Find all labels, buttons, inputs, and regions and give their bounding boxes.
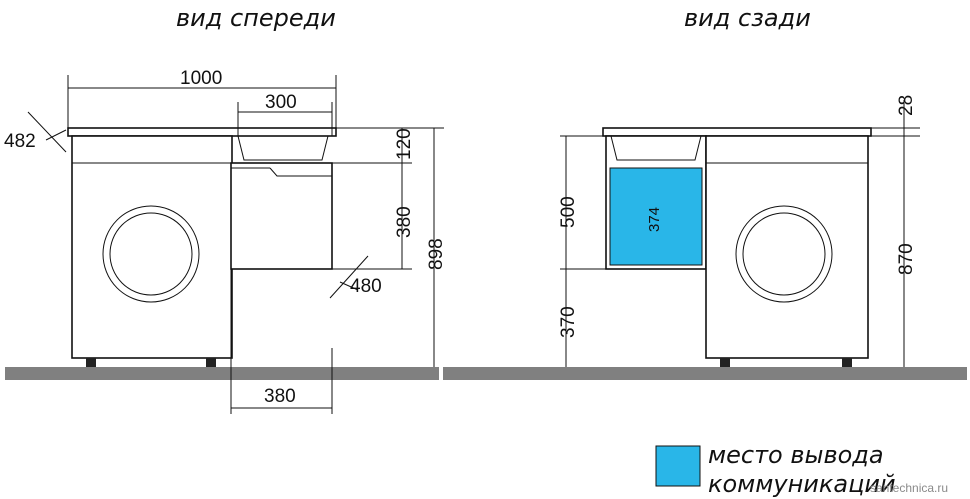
back-view: 374 28 870 500 370 — [558, 95, 920, 367]
dim-machine-height: 870 — [896, 243, 917, 275]
leg — [842, 358, 852, 367]
floor-right — [443, 367, 967, 380]
dim-leg-gap: 380 — [264, 386, 296, 407]
dim-drawer-depth: 480 — [350, 276, 382, 297]
leg — [720, 358, 730, 367]
legend-swatch — [655, 445, 701, 487]
machine-cabinet-back — [705, 135, 869, 359]
back-view-title: вид сзади — [684, 4, 811, 32]
washer-door-outer — [102, 205, 200, 303]
front-view: 1000 300 482 120 380 480 898 380 — [4, 68, 447, 414]
dim-width: 1000 — [180, 68, 222, 89]
dim-outlet-offset: 370 — [558, 306, 579, 338]
dim-total-height: 898 — [426, 238, 447, 270]
countertop — [67, 127, 337, 137]
washer-door-inner — [109, 212, 193, 296]
washer-door-inner-back — [742, 212, 826, 296]
watermark: santechnica.ru — [870, 481, 948, 495]
dim-drawer-height: 380 — [394, 206, 415, 238]
dim-depth: 482 — [4, 131, 36, 152]
legend-line-1: место вывода — [708, 441, 884, 469]
machine-cabinet — [71, 135, 233, 359]
dim-outlet-width: 374 — [646, 207, 663, 232]
dim-top-height: 120 — [394, 128, 415, 160]
leg — [206, 358, 216, 367]
sink-cabinet — [230, 162, 333, 270]
washer-door-outer-back — [735, 205, 833, 303]
sink-basin — [237, 135, 329, 161]
leg — [86, 358, 96, 367]
floor-left — [5, 367, 439, 380]
outlet-area — [609, 167, 703, 266]
legend-line-2: коммуникаций — [708, 470, 896, 498]
drawer-handle — [269, 167, 332, 177]
dim-outlet-height: 500 — [558, 196, 579, 228]
dim-sink-width: 300 — [265, 92, 297, 113]
countertop-back — [602, 127, 872, 137]
dim-top-thickness: 28 — [896, 95, 917, 116]
front-view-title: вид спереди — [176, 4, 336, 32]
sink-basin-back — [610, 135, 702, 161]
